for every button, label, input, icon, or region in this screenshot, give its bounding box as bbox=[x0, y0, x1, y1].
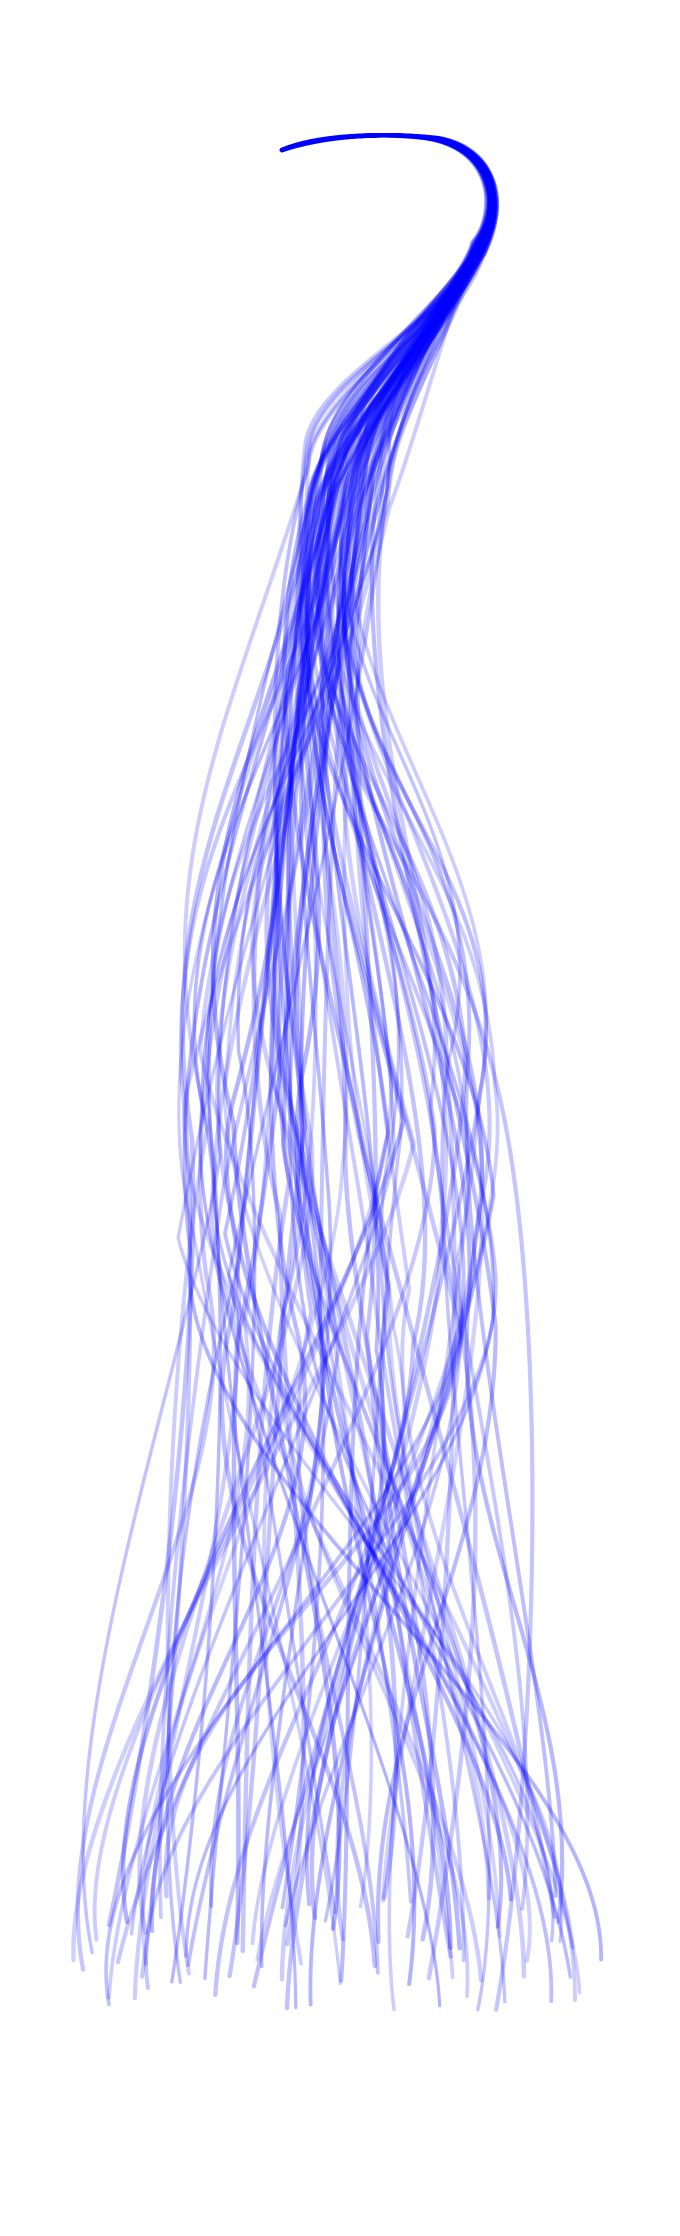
strand-curve bbox=[264, 133, 496, 1901]
strand-curve bbox=[279, 133, 492, 1903]
strand-curve bbox=[280, 133, 502, 1938]
strand-curve bbox=[205, 133, 555, 1943]
strand-curve bbox=[115, 133, 496, 1965]
strand-curve bbox=[280, 133, 573, 1979]
strand-curve bbox=[270, 133, 494, 1909]
strand-curve bbox=[280, 133, 500, 1923]
strand-curve bbox=[240, 133, 498, 1954]
strand-curve bbox=[279, 133, 489, 1921]
strand-curve bbox=[198, 133, 491, 2008]
strand-curve bbox=[279, 133, 495, 1942]
strand-curve bbox=[280, 133, 496, 1963]
strand-curve bbox=[120, 133, 496, 1925]
strand-curve bbox=[250, 133, 527, 1979]
strand-curve bbox=[227, 133, 497, 1979]
strand-curve bbox=[279, 133, 497, 1950]
strand-curve bbox=[279, 133, 565, 1924]
strand-curve bbox=[279, 133, 499, 1944]
strand-curve bbox=[149, 133, 495, 1934]
strand-curve bbox=[71, 133, 492, 1963]
strand-curve bbox=[280, 133, 496, 2007]
strand-curve bbox=[279, 133, 504, 1929]
strand-curve bbox=[279, 133, 535, 2012]
strand-curve bbox=[276, 133, 495, 1980]
strand-curve bbox=[186, 133, 495, 1967]
strand-curve bbox=[129, 133, 496, 1936]
strand-curve bbox=[251, 133, 498, 1989]
strand-curve bbox=[140, 133, 492, 1966]
strand-curve bbox=[251, 133, 494, 1947]
strand-curve bbox=[176, 133, 564, 1944]
strand-curve bbox=[280, 133, 495, 1987]
strand-curve bbox=[177, 133, 495, 1986]
strand-curve bbox=[144, 133, 498, 1990]
strand-curve bbox=[279, 133, 497, 1959]
strand-curve bbox=[219, 133, 498, 1969]
strand-curve bbox=[279, 133, 494, 1951]
strand-curve bbox=[279, 133, 495, 1939]
strand-curve bbox=[140, 133, 493, 1979]
strand-curve bbox=[259, 133, 497, 1969]
strand-curve bbox=[279, 133, 495, 1942]
strand-curve bbox=[208, 133, 495, 1908]
strand-curve bbox=[227, 133, 494, 1915]
strand-curve bbox=[213, 133, 493, 1997]
strand-curve bbox=[280, 133, 493, 1975]
strand-curve bbox=[170, 133, 498, 1984]
strand-curve bbox=[182, 133, 532, 1963]
strand-curve bbox=[92, 133, 493, 1942]
strand-curve bbox=[223, 133, 582, 1995]
strand-curve bbox=[197, 133, 575, 1950]
strand-bundle bbox=[71, 133, 603, 2012]
strand-curve bbox=[272, 133, 493, 1904]
strand-curve bbox=[250, 133, 500, 1946]
strand-curve bbox=[224, 133, 514, 1902]
strand-curve bbox=[207, 133, 494, 2010]
strand-curve bbox=[165, 133, 489, 1976]
strand-curve bbox=[280, 133, 577, 2002]
strand-curve bbox=[210, 133, 496, 1931]
strand-curve bbox=[165, 133, 495, 1984]
strand-curve bbox=[182, 133, 603, 1962]
strand-curve bbox=[277, 133, 495, 1998]
strand-curve bbox=[137, 133, 497, 1935]
strand-curve bbox=[280, 133, 496, 1928]
strand-curve bbox=[279, 133, 494, 1982]
strand-curve bbox=[75, 133, 499, 1972]
strand-curve bbox=[158, 133, 493, 1920]
strand-curve bbox=[231, 133, 490, 1946]
strand-curve bbox=[163, 133, 497, 1899]
strand-curve bbox=[279, 133, 496, 1901]
strand-curve bbox=[184, 133, 496, 1958]
strand-curve bbox=[106, 133, 492, 2000]
strand-curve bbox=[255, 133, 496, 1962]
strand-curve bbox=[81, 133, 495, 1955]
strand-curve bbox=[209, 133, 497, 1983]
strand-curve bbox=[280, 133, 558, 1898]
strand-curve bbox=[261, 133, 492, 1966]
strand-curve bbox=[223, 133, 554, 2004]
strand-curve bbox=[280, 133, 507, 2004]
strand-curve bbox=[274, 133, 493, 1910]
strand-curve bbox=[279, 133, 558, 1920]
strand-curve bbox=[279, 133, 495, 1983]
strand-curve bbox=[279, 133, 493, 2011]
strand-curve bbox=[280, 133, 492, 2012]
strand-curve bbox=[132, 133, 496, 2001]
strand-curve bbox=[280, 133, 498, 1907]
strand-curve bbox=[104, 133, 495, 2007]
strand-curve bbox=[280, 133, 530, 1911]
strand-curve bbox=[279, 133, 495, 1981]
strand-curve bbox=[106, 133, 494, 1928]
strand-curve bbox=[203, 133, 497, 1980]
strand-curve bbox=[280, 133, 493, 2012]
